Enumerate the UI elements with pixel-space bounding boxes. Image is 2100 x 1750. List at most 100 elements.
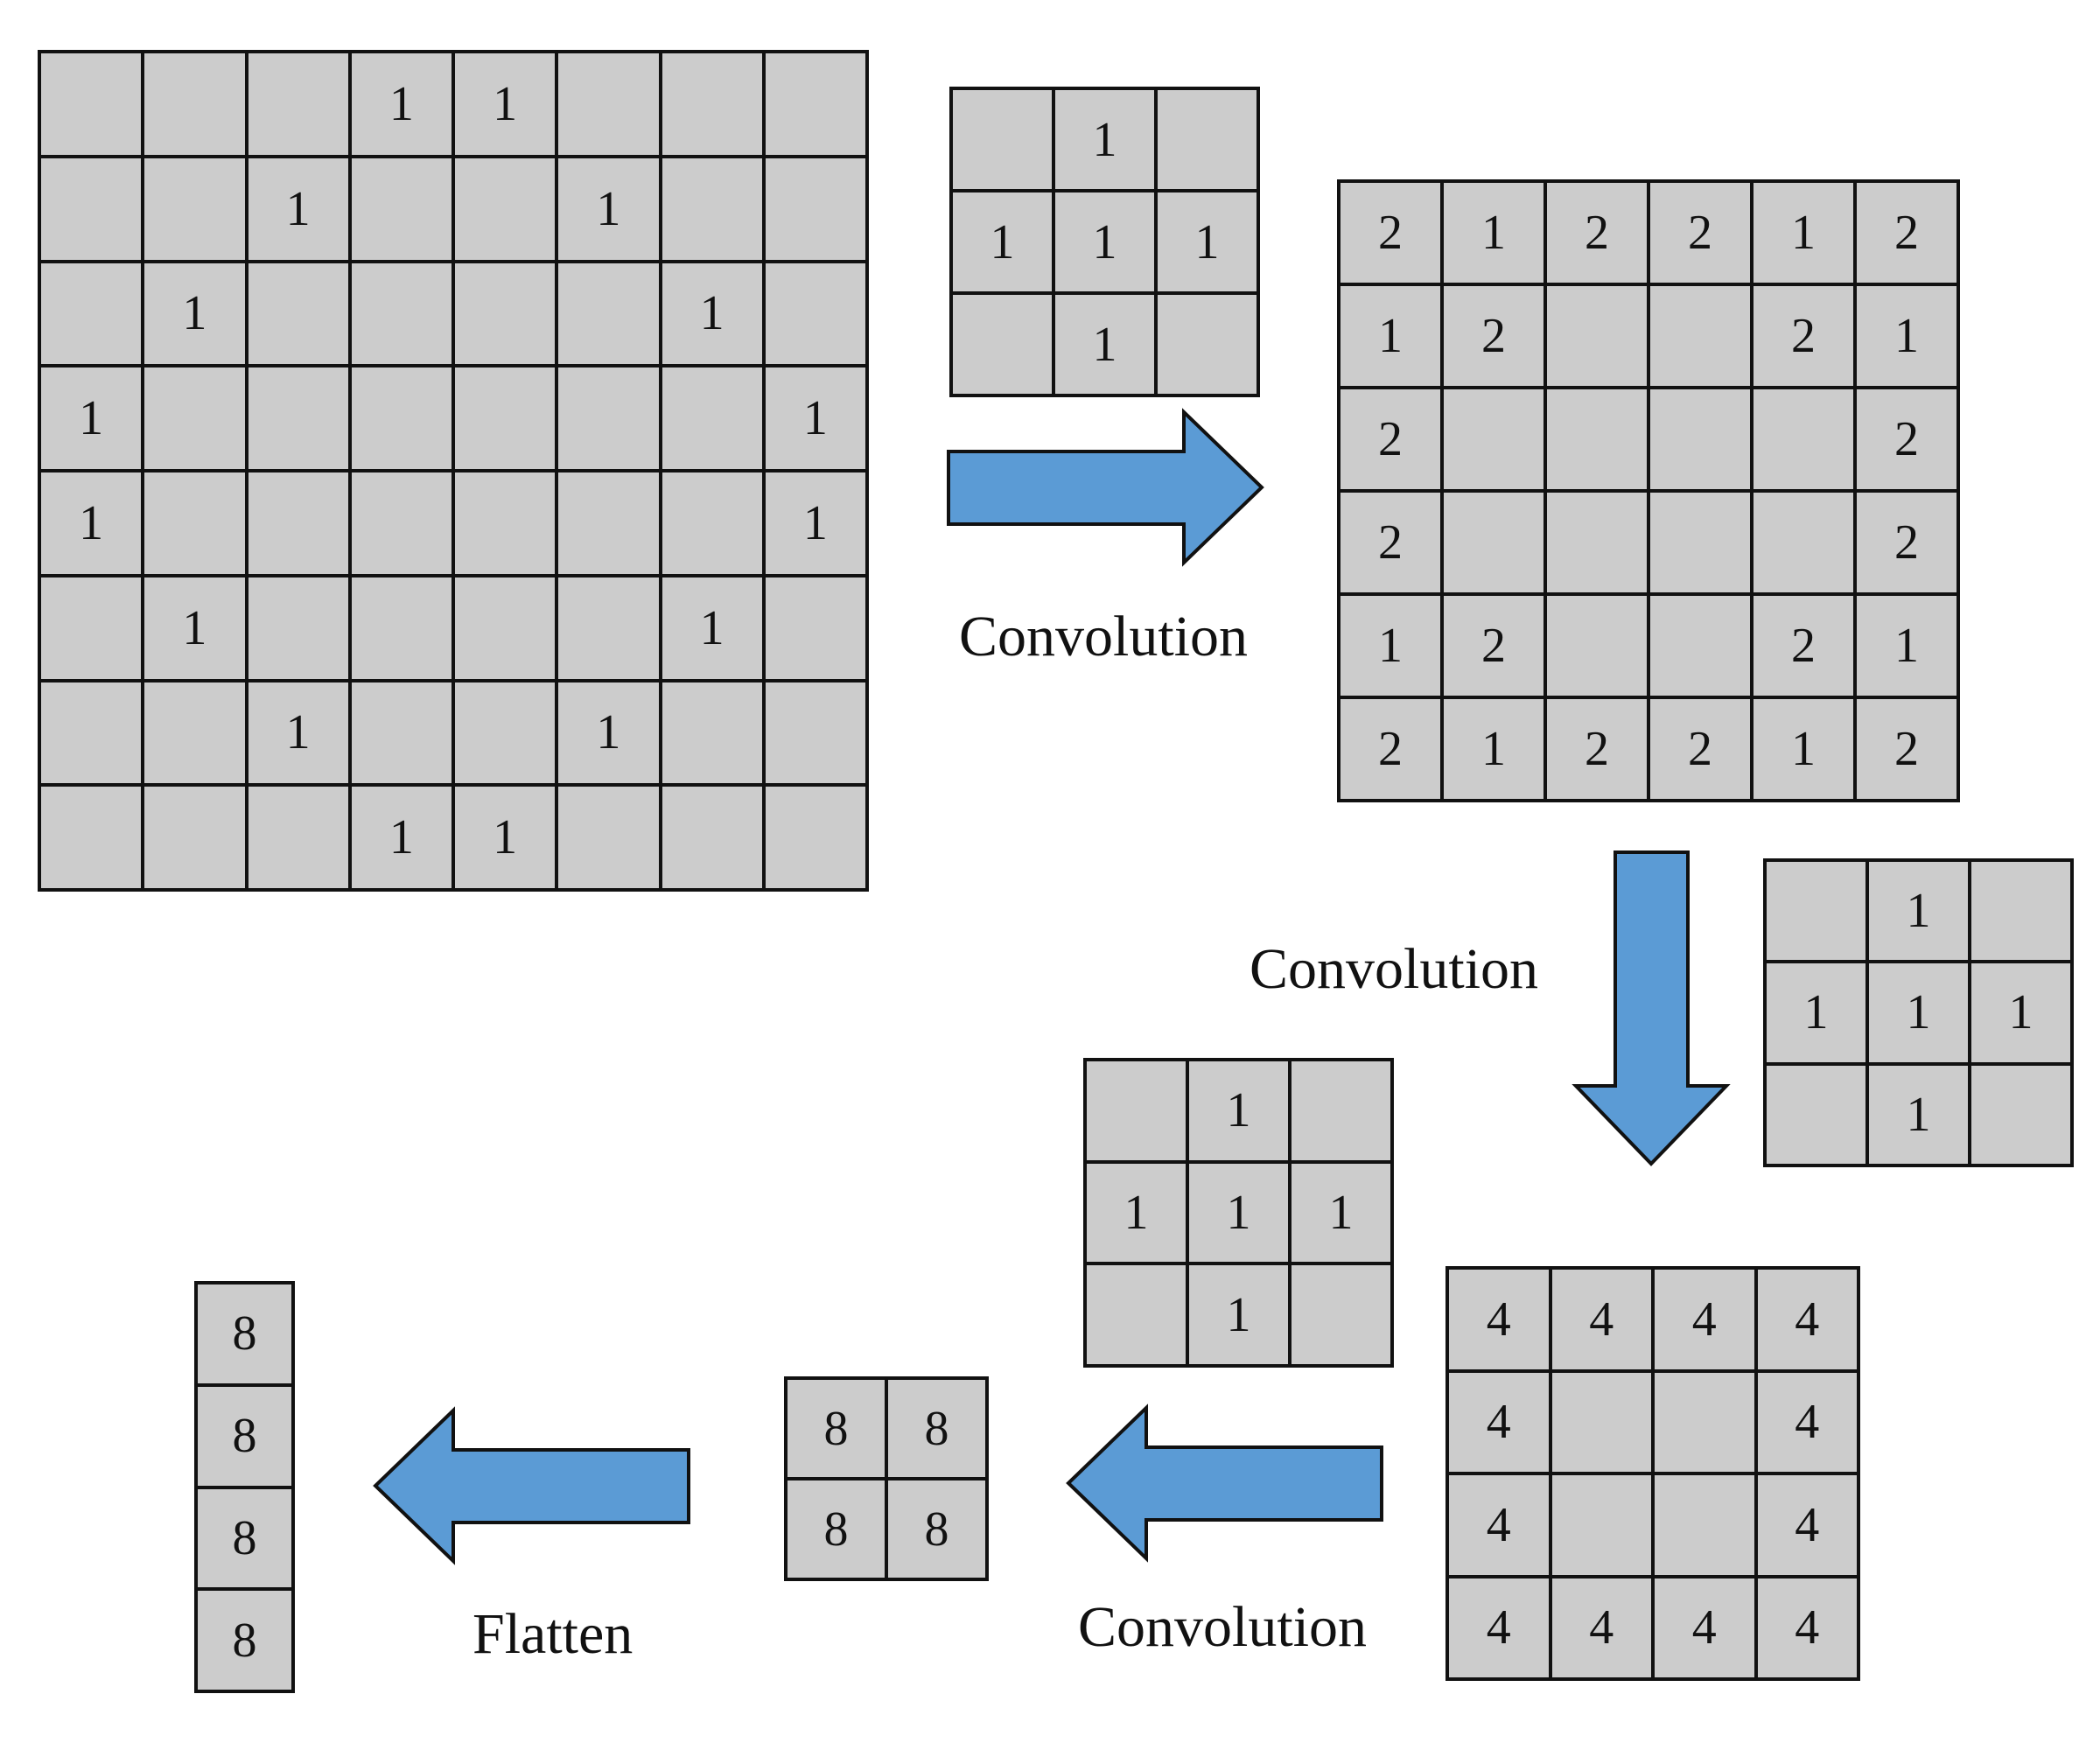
grid-cell: 4 bbox=[1551, 1270, 1651, 1369]
grid-cell bbox=[1650, 286, 1750, 386]
grid-cell: 1 bbox=[662, 262, 762, 365]
grid-cell: 4 bbox=[1757, 1270, 1857, 1369]
grid-cell: 2 bbox=[1857, 389, 1956, 489]
grid-cell bbox=[1292, 1061, 1390, 1160]
arrow-right-icon bbox=[947, 408, 1264, 567]
grid-cell bbox=[558, 577, 659, 679]
grid-cell bbox=[248, 368, 348, 469]
grid-cell bbox=[455, 577, 556, 679]
grid-cell: 1 bbox=[1055, 192, 1154, 291]
grid-cell bbox=[953, 295, 1052, 394]
grid-cell: 1 bbox=[558, 682, 659, 784]
grid-cell: 2 bbox=[1340, 183, 1440, 283]
grid-cell bbox=[1767, 862, 1866, 961]
grid-cell bbox=[1158, 90, 1256, 189]
grid-cell: 1 bbox=[1754, 699, 1853, 799]
grid-cell bbox=[144, 472, 245, 574]
grid-cell bbox=[558, 472, 659, 574]
grid-cell bbox=[248, 262, 348, 365]
grid-cell bbox=[558, 787, 659, 888]
arrow-down-icon bbox=[1572, 850, 1731, 1166]
grid-cell: 8 bbox=[198, 1284, 291, 1383]
grid-cell: 1 bbox=[1857, 596, 1956, 696]
grid-cell: 8 bbox=[198, 1488, 291, 1588]
grid-cell bbox=[558, 368, 659, 469]
grid-cell bbox=[144, 368, 245, 469]
grid-cell bbox=[41, 577, 142, 679]
grid-cell: 2 bbox=[1857, 493, 1956, 592]
grid-cell: 2 bbox=[1650, 183, 1750, 283]
grid-cell: 1 bbox=[1754, 183, 1853, 283]
grid-cell bbox=[144, 158, 245, 260]
grid-cell: 1 bbox=[1189, 1265, 1288, 1364]
grid-cell bbox=[1547, 389, 1647, 489]
grid-cell bbox=[765, 577, 865, 679]
label-convolution-3: Convolution bbox=[1078, 1595, 1368, 1659]
grid-cell: 1 bbox=[248, 682, 348, 784]
grid-cell bbox=[1292, 1265, 1390, 1364]
grid-cell bbox=[1650, 493, 1750, 592]
grid-cell: 1 bbox=[1767, 963, 1866, 1062]
grid-cell: 2 bbox=[1857, 183, 1956, 283]
grid-cell: 1 bbox=[1189, 1061, 1288, 1160]
grid-cell bbox=[248, 53, 348, 155]
grid-cell: 1 bbox=[351, 787, 452, 888]
grid-cell bbox=[351, 368, 452, 469]
grid-cell: 1 bbox=[455, 53, 556, 155]
grid-cell: 4 bbox=[1655, 1270, 1754, 1369]
grid-cell: 1 bbox=[765, 472, 865, 574]
grid-cell bbox=[248, 787, 348, 888]
grid-cell: 1 bbox=[1869, 963, 1968, 1062]
grid-cell bbox=[765, 262, 865, 365]
grid-cell bbox=[1547, 596, 1647, 696]
grid-cell: 1 bbox=[1444, 699, 1544, 799]
grid-cell bbox=[41, 262, 142, 365]
grid-cell: 1 bbox=[953, 192, 1052, 291]
grid-cell bbox=[41, 787, 142, 888]
grid-cell bbox=[1444, 493, 1544, 592]
grid-cell: 1 bbox=[558, 158, 659, 260]
grid-cell: 2 bbox=[1444, 286, 1544, 386]
grid-cell: 1 bbox=[662, 577, 762, 679]
grid-cell: 4 bbox=[1655, 1578, 1754, 1677]
grid-cell bbox=[662, 472, 762, 574]
grid-cell bbox=[662, 787, 762, 888]
grid-cell: 4 bbox=[1449, 1270, 1549, 1369]
grid-cell: 1 bbox=[765, 368, 865, 469]
grid-cell bbox=[1655, 1372, 1754, 1472]
label-flatten: Flatten bbox=[472, 1602, 634, 1666]
grid-cell bbox=[662, 368, 762, 469]
grid-cell bbox=[41, 53, 142, 155]
grid-cell bbox=[1754, 389, 1853, 489]
grid-cell: 4 bbox=[1449, 1578, 1549, 1677]
grid-cell: 4 bbox=[1449, 1475, 1549, 1575]
grid-cell bbox=[144, 787, 245, 888]
grid-cell: 1 bbox=[144, 577, 245, 679]
grid-cell bbox=[1551, 1475, 1651, 1575]
grid-cell bbox=[1087, 1061, 1186, 1160]
grid-cell: 1 bbox=[1857, 286, 1956, 386]
grid-cell: 2 bbox=[1340, 493, 1440, 592]
arrow-left-shape-2 bbox=[373, 1406, 690, 1565]
grid-cell bbox=[248, 577, 348, 679]
grid-cell bbox=[455, 682, 556, 784]
grid-cell: 2 bbox=[1340, 699, 1440, 799]
grid-cell bbox=[1158, 295, 1256, 394]
grid-cell: 1 bbox=[41, 368, 142, 469]
grid-cell: 1 bbox=[41, 472, 142, 574]
grid-cell: 1 bbox=[1292, 1163, 1390, 1263]
grid-cell: 2 bbox=[1340, 389, 1440, 489]
grid-cell: 1 bbox=[1055, 295, 1154, 394]
grid-cell bbox=[351, 472, 452, 574]
grid-cell: 1 bbox=[1055, 90, 1154, 189]
grid-cell bbox=[1767, 1065, 1866, 1164]
grid-cell: 1 bbox=[1189, 1163, 1288, 1263]
grid-cell bbox=[1650, 596, 1750, 696]
